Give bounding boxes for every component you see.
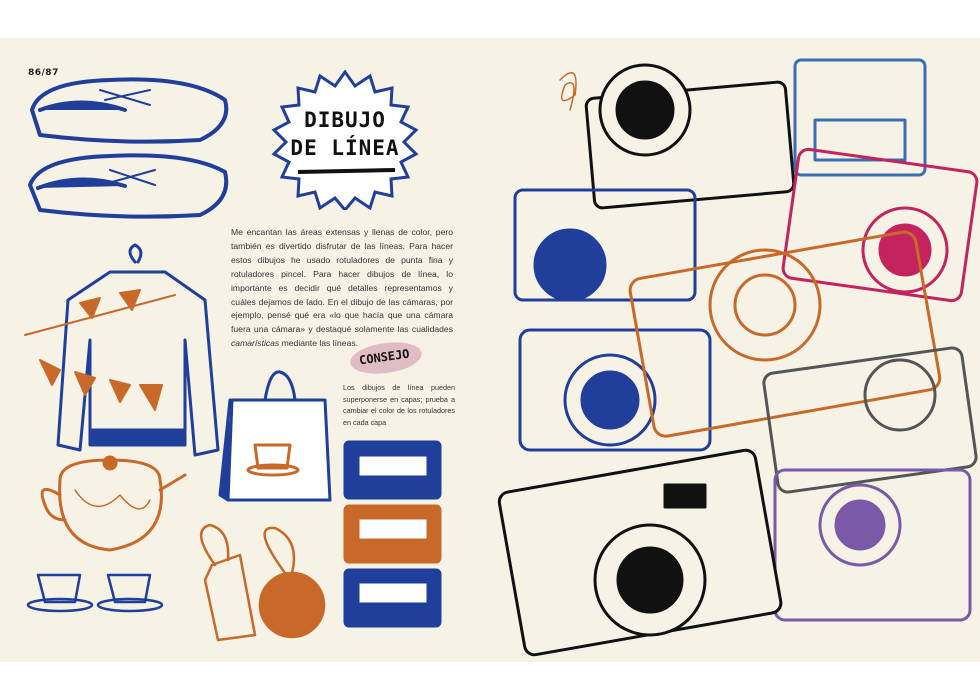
- camera-icon: [793, 58, 927, 177]
- shoe-icon: [28, 153, 229, 219]
- bunting-icon: [24, 289, 176, 411]
- teacup-icon: [26, 573, 164, 613]
- cassette-icon: [343, 504, 442, 564]
- title-line-2: DE LÍNEA: [290, 136, 400, 160]
- sweater-icon: [56, 243, 220, 457]
- cassette-icon: [343, 440, 442, 500]
- camera-icon: [773, 468, 972, 622]
- shopping-bag-icon: [218, 370, 332, 502]
- cassette-icon: [343, 568, 442, 628]
- body-emphasis: camarísticas: [231, 338, 280, 349]
- body-text: Me encantan las áreas extensas y llenas …: [231, 227, 453, 335]
- camera-icon: [497, 448, 783, 657]
- scribble-icon: [559, 71, 577, 111]
- camera-icon: [781, 147, 979, 303]
- camera-icon: [584, 63, 796, 210]
- body-paragraph: Me encantan las áreas extensas y llenas …: [231, 226, 453, 351]
- price-tag-icon: [200, 523, 326, 642]
- page-number: 86/87: [28, 68, 59, 78]
- camera-icon: [628, 230, 942, 438]
- teapot-icon: [40, 455, 187, 552]
- body-text-end: mediante las líneas.: [279, 338, 359, 349]
- title-badge: DIBUJO DE LÍNEA: [270, 69, 420, 213]
- shoe-icon: [30, 77, 229, 144]
- camera-icon: [762, 346, 978, 494]
- title-line-1: DIBUJO: [304, 108, 386, 132]
- tip-text: Los dibujos de línea pueden superponerse…: [343, 383, 455, 427]
- camera-icon: [513, 188, 712, 452]
